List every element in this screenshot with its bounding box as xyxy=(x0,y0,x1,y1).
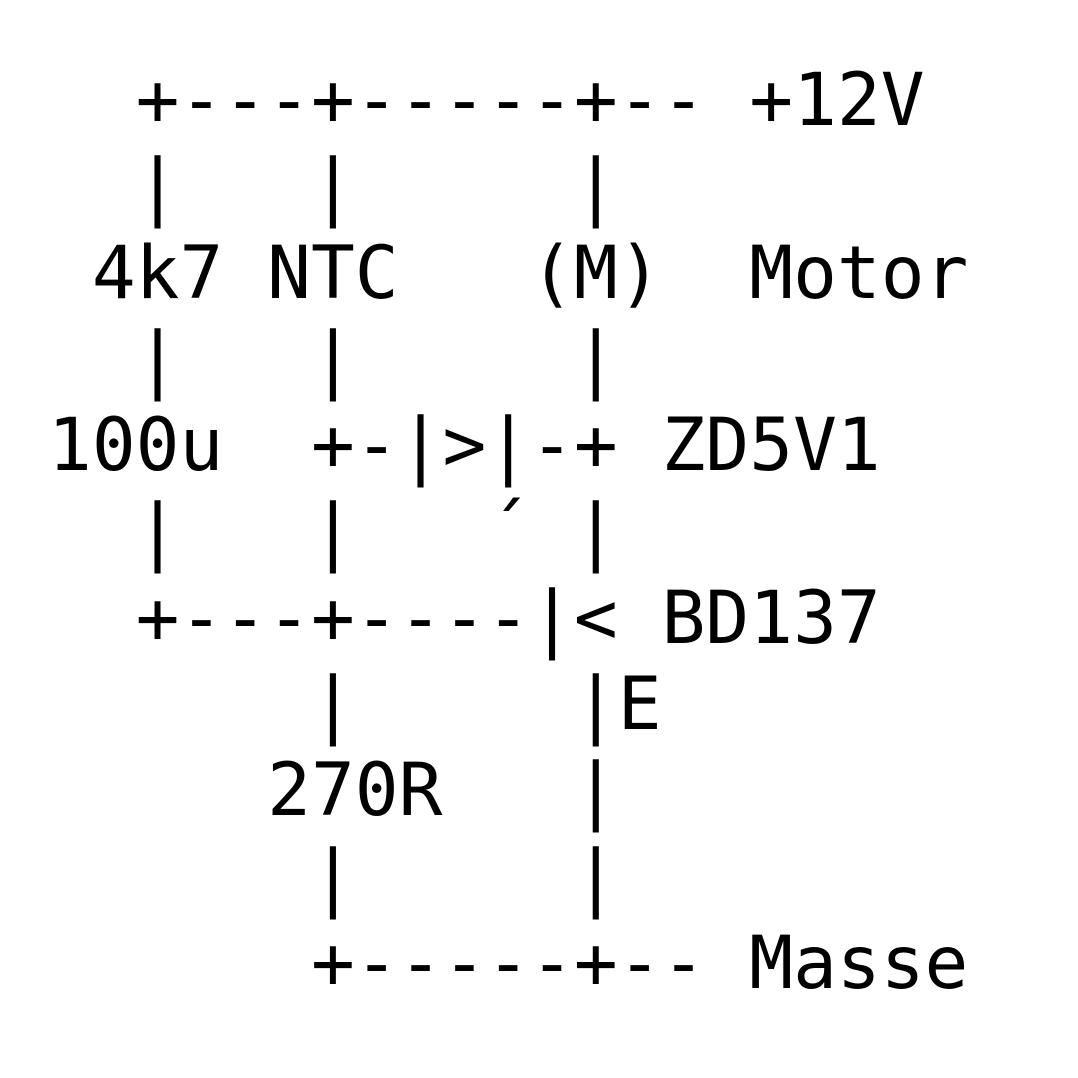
line-components-motor: 4k7 NTC (M) Motor xyxy=(48,230,969,316)
line-resistor-270r: 270R | xyxy=(48,748,618,834)
line-ground-rail: +-----+-- Masse xyxy=(48,920,969,1006)
line-wires-2: | | | xyxy=(48,316,618,402)
line-transistor-base: +---+----|< BD137 xyxy=(48,575,881,661)
line-wires-1: | | | xyxy=(48,144,618,230)
line-capacitor-zener: 100u +-|>|-+ ZD5V1 xyxy=(48,403,881,489)
line-wires-3: | | ´ | xyxy=(48,489,618,575)
line-wires-4: | | xyxy=(48,834,618,920)
line-supply-rail: +---+-----+-- +12V xyxy=(48,58,925,143)
line-emitter: | |E xyxy=(48,662,662,748)
ascii-schematic: +---+-----+-- +12V | | | 4k7 NTC (M) Mot… xyxy=(48,58,968,1007)
